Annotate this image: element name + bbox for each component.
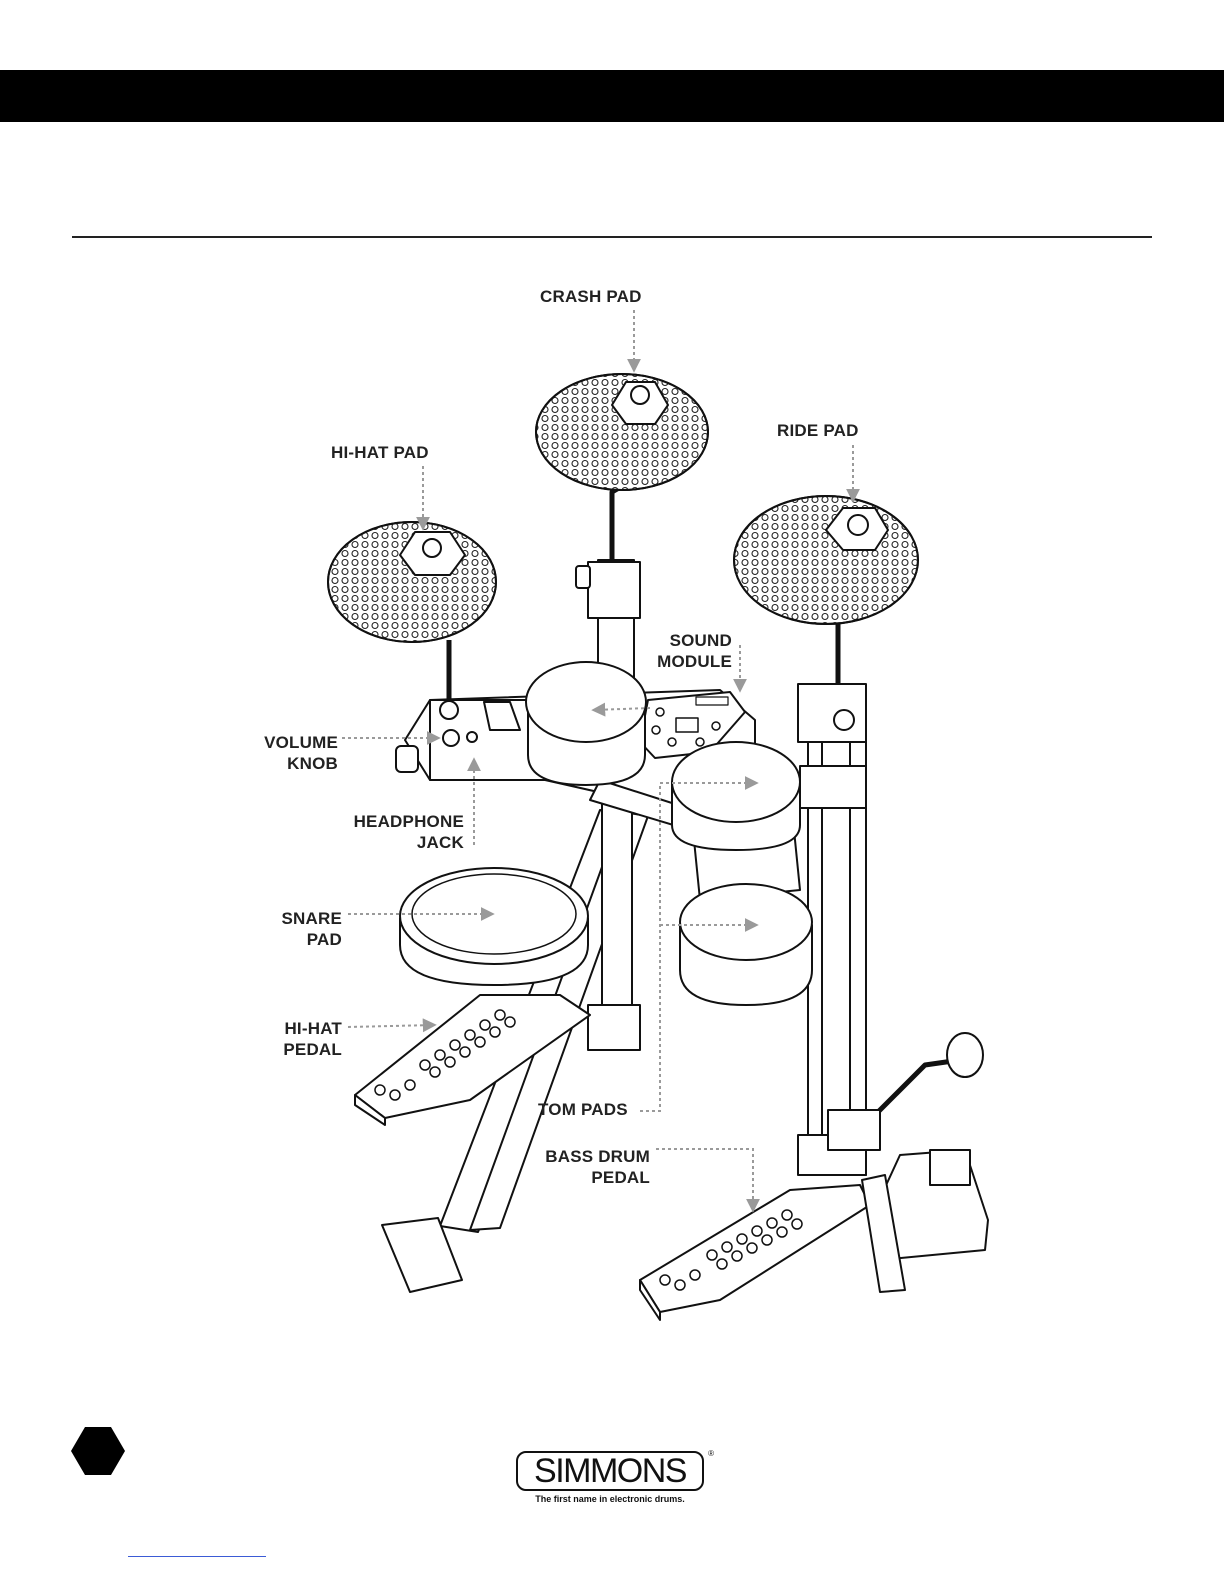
snare-pad bbox=[400, 868, 588, 985]
ride-pad bbox=[734, 496, 918, 624]
crash-stand bbox=[576, 470, 650, 690]
label-hihat-pad: HI-HAT PAD bbox=[331, 442, 429, 463]
logo-tagline: The first name in electronic drums. bbox=[516, 1494, 704, 1504]
volume-knob-part bbox=[443, 730, 459, 746]
logo-registered-mark: ® bbox=[708, 1449, 714, 1458]
logo-wordmark-box: SIMMONS ® bbox=[516, 1451, 704, 1491]
label-tom-pads: TOM PADS bbox=[538, 1099, 628, 1120]
right-stand bbox=[798, 605, 866, 1175]
logo-wordmark: SIMMONS bbox=[534, 1453, 686, 1489]
tom-pad-2 bbox=[672, 742, 800, 850]
leader-hihat-pedal bbox=[348, 1025, 434, 1027]
tom-pad-3 bbox=[680, 884, 812, 1005]
label-crash-pad: CRASH PAD bbox=[540, 286, 642, 307]
footer-link-underline[interactable] bbox=[128, 1556, 266, 1557]
hihat-pad bbox=[328, 522, 496, 700]
label-ride-pad: RIDE PAD bbox=[777, 420, 859, 441]
crash-pad bbox=[536, 374, 708, 490]
page-hexagon-icon bbox=[71, 1427, 125, 1475]
leader-bass-pedal bbox=[656, 1149, 753, 1210]
simmons-logo: SIMMONS ® The first name in electronic d… bbox=[516, 1451, 704, 1504]
tom-pad-1 bbox=[526, 662, 646, 785]
